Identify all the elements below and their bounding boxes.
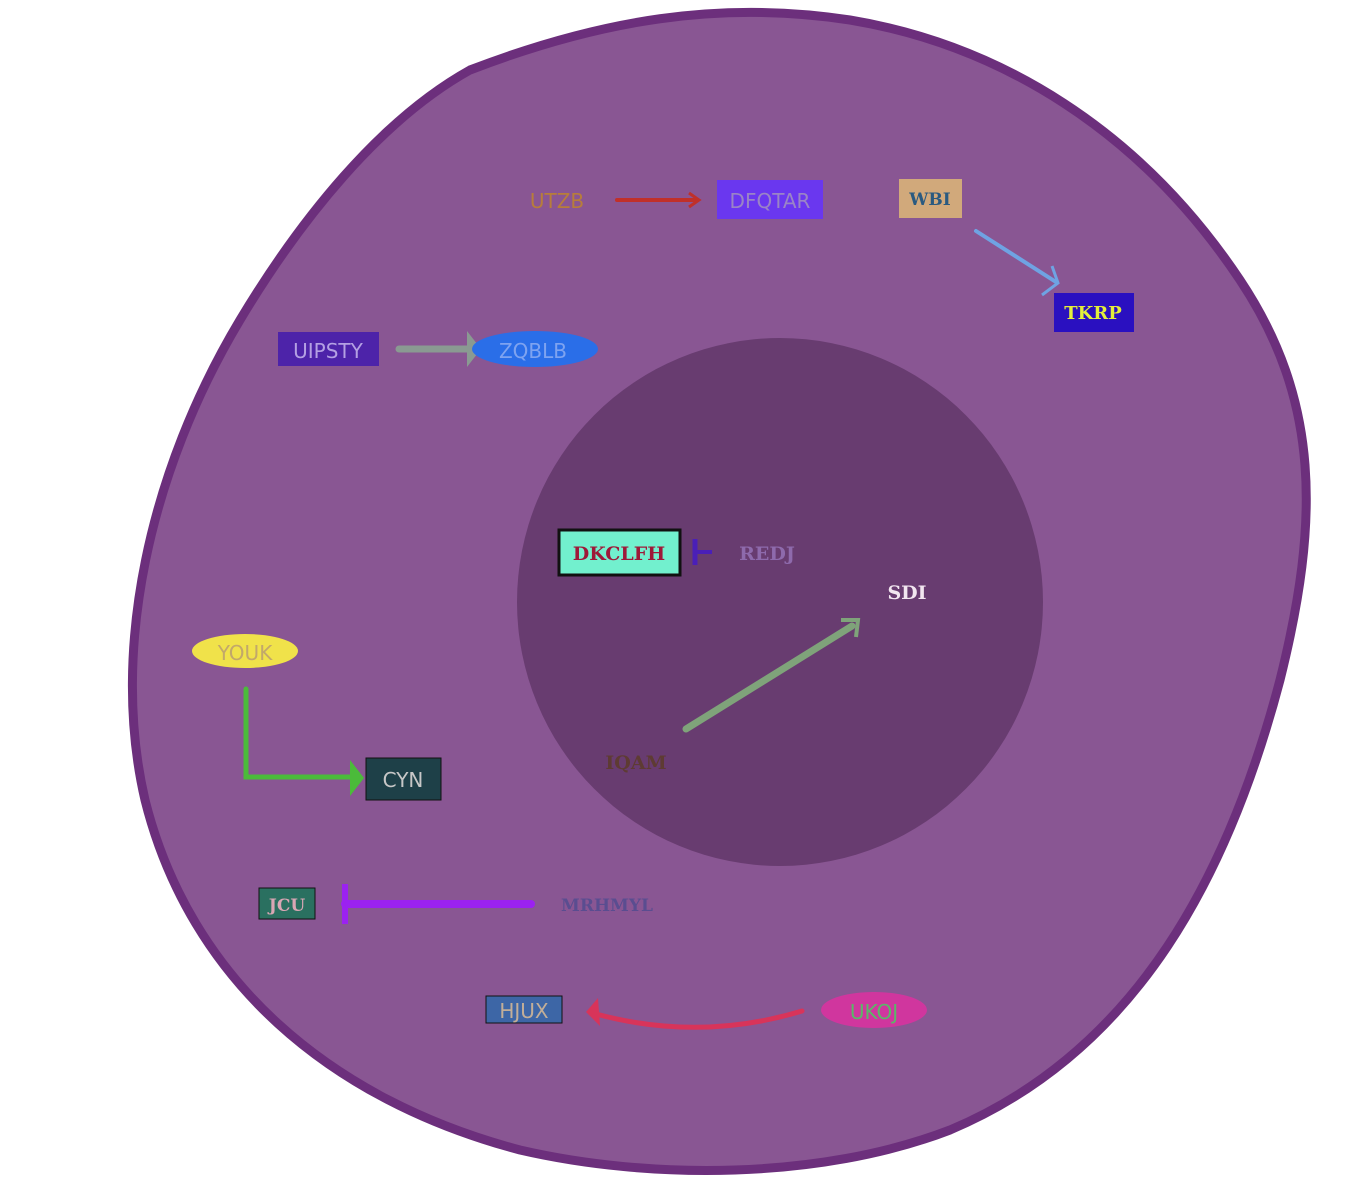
node-dfqtar[interactable]: DFQTAR (717, 180, 823, 219)
edge-redj-dkclfh (692, 539, 712, 565)
nucleus (517, 338, 1043, 866)
node-iqam-label: IQAM (605, 752, 666, 774)
node-dkclfh-label: DKCLFH (573, 543, 665, 565)
node-jcu[interactable]: JCU (258, 887, 316, 920)
node-utzb-label: UTZB (530, 189, 584, 213)
node-youk[interactable]: YOUK (192, 634, 298, 668)
node-iqam[interactable]: IQAM (605, 752, 666, 774)
node-jcu-label: JCU (267, 896, 306, 916)
node-uipsty[interactable]: UIPSTY (278, 332, 379, 366)
node-cyn-label: CYN (383, 768, 424, 792)
node-redj[interactable]: REDJ (739, 543, 795, 565)
node-hjux-label: HJUX (499, 999, 549, 1023)
node-wbi[interactable]: WBI (899, 179, 962, 218)
node-ukoj-label: UKOJ (850, 1000, 898, 1024)
node-tkrp[interactable]: TKRP (1054, 293, 1134, 332)
node-ukoj[interactable]: UKOJ (821, 992, 927, 1028)
node-cyn[interactable]: CYN (365, 757, 442, 801)
node-uipsty-label: UIPSTY (293, 339, 364, 363)
edge-youk-cyn (243, 686, 364, 796)
node-zqblb-label: ZQBLB (499, 339, 567, 363)
node-tkrp-label: TKRP (1064, 303, 1122, 324)
node-utzb[interactable]: UTZB (530, 189, 584, 213)
node-sdi[interactable]: SDI (887, 582, 926, 604)
node-dfqtar-label: DFQTAR (730, 189, 811, 213)
node-mrhmyl[interactable]: MRHMYL (561, 896, 653, 916)
edge-iqam-sdi (682, 618, 861, 733)
node-mrhmyl-label: MRHMYL (561, 896, 653, 916)
node-sdi-label: SDI (887, 582, 926, 604)
edge-utzb-dfqtar (615, 191, 702, 209)
node-redj-label: REDJ (739, 543, 795, 565)
node-wbi-label: WBI (908, 190, 950, 210)
node-hjux[interactable]: HJUX (485, 995, 563, 1024)
edge-wbi-tkrp (974, 229, 1060, 297)
node-zqblb[interactable]: ZQBLB (472, 331, 598, 367)
edge-ukoj-hjux (586, 998, 805, 1030)
edge-mrhmyl-jcu (341, 884, 535, 924)
node-youk-label: YOUK (217, 641, 274, 665)
node-dkclfh[interactable]: DKCLFH (557, 528, 682, 577)
